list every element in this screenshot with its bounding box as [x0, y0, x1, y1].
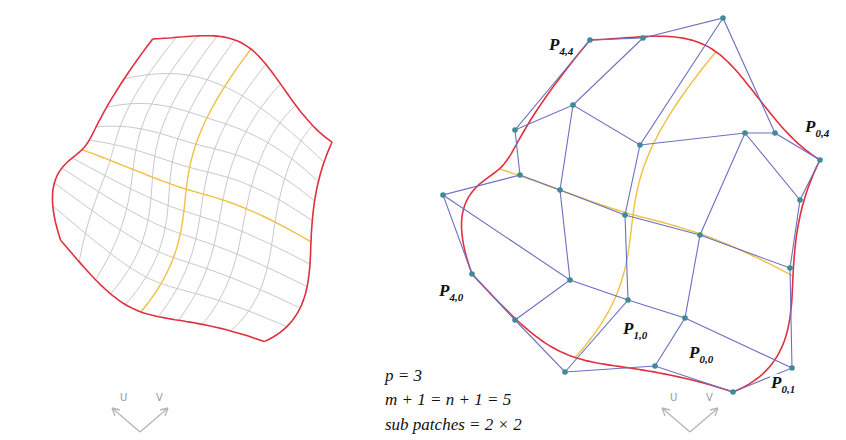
- control-point: [570, 102, 576, 108]
- control-polygon: [655, 133, 775, 366]
- axis-label: V: [156, 392, 163, 404]
- control-polygon: [590, 18, 820, 160]
- control-point: [640, 35, 646, 41]
- label-text: V: [706, 392, 713, 403]
- control-point: [742, 130, 748, 136]
- control-point: [622, 212, 628, 218]
- boundary-curve: [733, 160, 820, 392]
- control-point: [469, 271, 475, 277]
- isoparm-line: [62, 168, 307, 287]
- axis-label: V: [706, 392, 713, 404]
- knot-line: [500, 169, 794, 276]
- control-point-label: P4,4: [548, 36, 574, 55]
- boundary-curve: [590, 36, 820, 160]
- control-point-label: P0,4: [804, 118, 830, 137]
- point-index: 0,1: [781, 383, 795, 395]
- control-point: [652, 363, 658, 369]
- boundary-curve: [462, 40, 591, 274]
- label-text: P: [623, 319, 633, 338]
- control-point-label: P0,0: [688, 344, 714, 363]
- parameter-note: sub patches = 2 × 2: [385, 415, 522, 435]
- control-net: [440, 15, 823, 395]
- control-point-label: P1,0: [622, 320, 648, 339]
- control-polygon: [443, 40, 590, 274]
- boundary-curve: [53, 39, 153, 240]
- control-point: [772, 130, 778, 136]
- control-polygon: [520, 175, 790, 268]
- control-point: [562, 369, 568, 375]
- isoparm-line: [72, 158, 310, 264]
- control-point: [787, 265, 793, 271]
- control-point: [512, 317, 518, 323]
- axis-label: U: [120, 392, 127, 404]
- label-text: P: [689, 343, 699, 362]
- point-index: 0,4: [815, 127, 829, 139]
- boundary-curve: [153, 36, 332, 142]
- control-polygon: [733, 160, 820, 392]
- knot-line: [575, 52, 716, 358]
- label-text: P: [805, 117, 815, 136]
- control-polygon: [565, 18, 723, 372]
- label-text: V: [156, 392, 163, 403]
- label-text: P: [549, 35, 559, 54]
- isoparm-line: [89, 140, 312, 221]
- control-point: [682, 315, 688, 321]
- isoparm-line: [107, 104, 319, 182]
- control-point: [730, 389, 736, 395]
- surface-isoparm-grid: [53, 36, 333, 342]
- control-polygon: [515, 105, 800, 200]
- isoparm-line: [79, 37, 176, 262]
- knot-line: [82, 150, 311, 242]
- control-point: [637, 142, 643, 148]
- control-point: [512, 127, 518, 133]
- point-index: 1,0: [633, 329, 647, 341]
- isoparm-line: [96, 126, 315, 201]
- control-polygon: [443, 195, 792, 368]
- label-text: P: [771, 373, 781, 392]
- axis-label: U: [670, 392, 677, 404]
- label-text: U: [670, 392, 677, 403]
- label-text: m + 1 = n + 1 = 5: [385, 390, 511, 409]
- control-polygon: [515, 38, 643, 320]
- control-point: [440, 192, 446, 198]
- point-index: 0,0: [699, 353, 713, 365]
- control-point: [697, 232, 703, 238]
- parameter-note: m + 1 = n + 1 = 5: [385, 390, 511, 410]
- control-point: [557, 187, 563, 193]
- isoparm-line: [202, 105, 295, 324]
- control-point: [797, 197, 803, 203]
- control-point: [789, 365, 795, 371]
- label-text: U: [120, 392, 127, 403]
- parameter-note: p = 3: [385, 366, 422, 386]
- control-point: [625, 297, 631, 303]
- point-index: 4,0: [449, 291, 463, 303]
- control-point: [567, 277, 573, 283]
- boundary-curve: [61, 240, 265, 341]
- control-point: [817, 157, 823, 163]
- isoparm-line: [158, 64, 266, 316]
- point-index: 4,4: [559, 45, 573, 57]
- boundary-curve: [264, 142, 332, 342]
- knot-line: [141, 49, 251, 312]
- control-point-label: P0,1: [770, 374, 796, 393]
- control-point: [587, 37, 593, 43]
- control-point: [517, 172, 523, 178]
- label-text: sub patches = 2 × 2: [385, 415, 522, 434]
- label-text: P: [439, 281, 449, 300]
- control-point: [720, 15, 726, 21]
- label-text: p = 3: [385, 366, 422, 385]
- control-point-label: P4,0: [438, 282, 464, 301]
